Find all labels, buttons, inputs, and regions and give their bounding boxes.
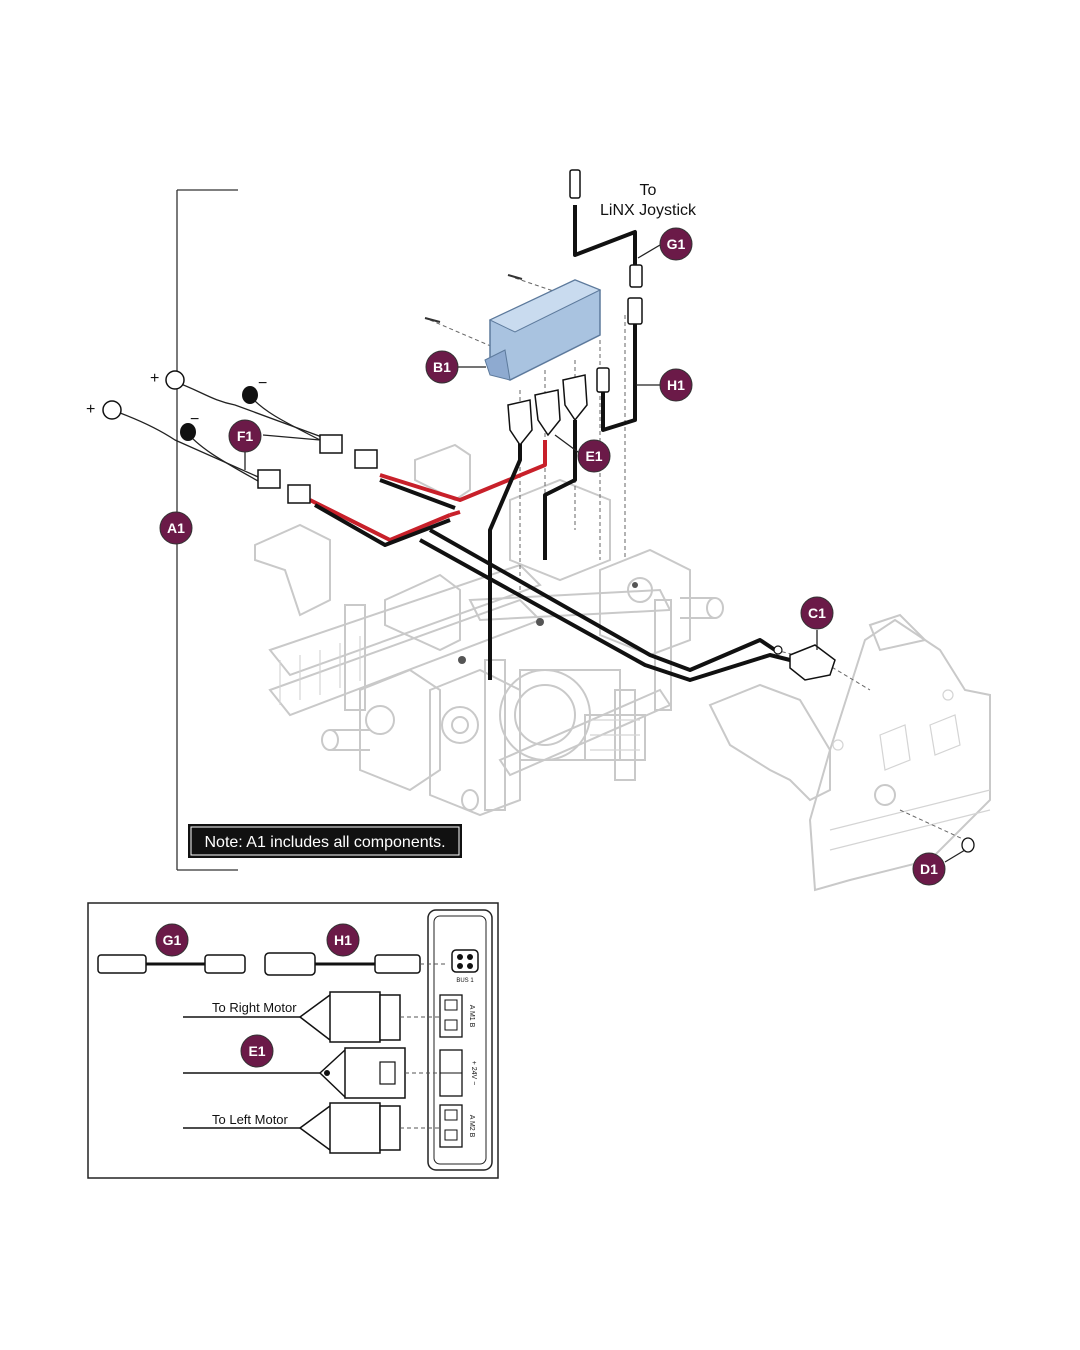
svg-text:H1: H1: [667, 377, 685, 393]
callout-h1: H1: [659, 368, 693, 402]
joystick-label-line2: LiNX Joystick: [600, 202, 697, 219]
inset-left-motor-cable: To Left Motor: [183, 1102, 440, 1154]
battery-plus-sign-2: +: [86, 401, 95, 418]
svg-text:E1: E1: [585, 448, 602, 464]
joystick-label-line1: To: [640, 182, 657, 199]
svg-text:G1: G1: [163, 932, 182, 948]
svg-text:G1: G1: [667, 236, 686, 252]
battery-minus-sign-1: −: [258, 375, 267, 392]
svg-text:D1: D1: [920, 861, 938, 877]
inset-g1-h1-cables: [97, 952, 448, 976]
svg-text:BUS 1: BUS 1: [456, 978, 474, 984]
svg-text:A M1 B: A M1 B: [468, 1005, 475, 1028]
callout-g1: G1: [659, 227, 693, 261]
f1-battery-harness: [102, 370, 378, 504]
negative-cables: [314, 205, 791, 682]
d1-screw: [961, 837, 975, 853]
h1-joystick-cable: [596, 297, 643, 393]
to-right-motor-label: To Right Motor: [212, 1000, 297, 1015]
controller-b1: [424, 274, 602, 381]
positive-cables: [309, 440, 547, 542]
svg-text:A1: A1: [167, 520, 185, 536]
inset-controller-panel: BUS 1 A M1 B + 24V − A M2 B: [427, 909, 493, 1171]
front-shroud: [708, 613, 991, 892]
note-box: Note: A1 includes all components.: [188, 824, 462, 858]
e1-motor-power-connectors: [507, 374, 588, 447]
battery-minus-sign-2: −: [190, 411, 199, 428]
svg-text:A M2 B: A M2 B: [468, 1115, 475, 1138]
note-text: Note: A1 includes all components.: [204, 834, 445, 851]
inset-callout-e1: E1: [240, 1034, 274, 1068]
svg-text:C1: C1: [808, 605, 826, 621]
svg-text:H1: H1: [334, 932, 352, 948]
inset-right-motor-cable: To Right Motor: [183, 991, 440, 1043]
inset-callout-h1: H1: [326, 923, 360, 957]
callout-leaders: [244, 244, 966, 863]
svg-text:+ 24V −: + 24V −: [470, 1061, 477, 1086]
inset-callout-g1: G1: [155, 923, 189, 957]
callout-f1: F1: [228, 419, 262, 453]
c1-circuit-breaker: [773, 644, 836, 681]
callout-d1: D1: [912, 852, 946, 886]
connector-inset: BUS 1 A M1 B + 24V − A M2 B: [87, 902, 499, 1179]
inset-e1-power-cable: [183, 1047, 440, 1099]
svg-text:F1: F1: [237, 428, 254, 444]
battery-plus-sign-1: +: [150, 370, 159, 387]
callout-e1: E1: [577, 439, 611, 473]
callout-b1: B1: [425, 350, 459, 384]
wheelchair-base-frame: [254, 443, 724, 817]
svg-text:E1: E1: [248, 1043, 265, 1059]
svg-text:B1: B1: [433, 359, 451, 375]
g1-joystick-cable: [569, 169, 643, 288]
callout-a1: A1: [159, 511, 193, 545]
to-left-motor-label: To Left Motor: [212, 1112, 289, 1127]
callout-c1: C1: [800, 596, 834, 630]
